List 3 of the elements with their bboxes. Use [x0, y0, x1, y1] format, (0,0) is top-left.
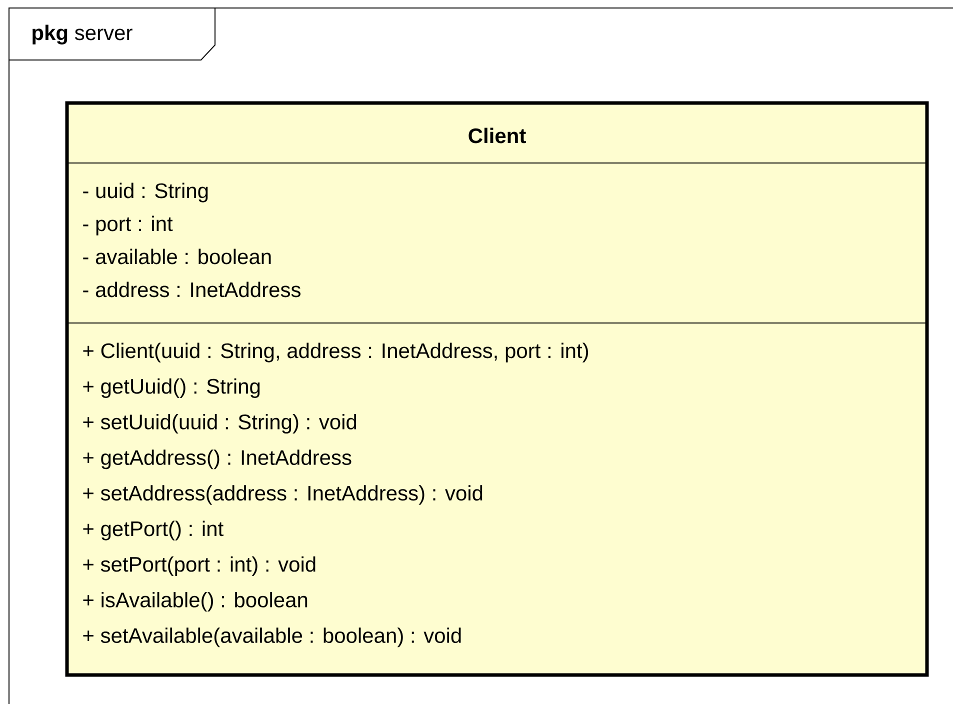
- class-compartment: + Client(uuid : String, address : InetAddress, port : int) + getUuid() : String + setUuid(uuid : String) : void + getAddress() : InetAddress + setAddress(address : InetAddress) : void + getPort() : int + setPort(port : int) : void + isAvailable() : boolean + setAvailable(available : boolean) : void: [66, 322, 928, 648]
- class-box: Client - uuid : String - port : int - available : boolean - address : InetAddress + Client(uuid : String, address : InetAddress, port : int) + getUuid() : String + setUuid(uuid : String) : void + getAddress() : InetAddress + setAddress(address : InetAddress) : void + getPort() : int + setPort(port : int) : void + isAvailable() : boolean + setAvailable(available : boolean) : void: [65, 101, 929, 677]
- class-compartment: - uuid : String - port : int - available : boolean - address : InetAddress: [66, 162, 928, 298]
